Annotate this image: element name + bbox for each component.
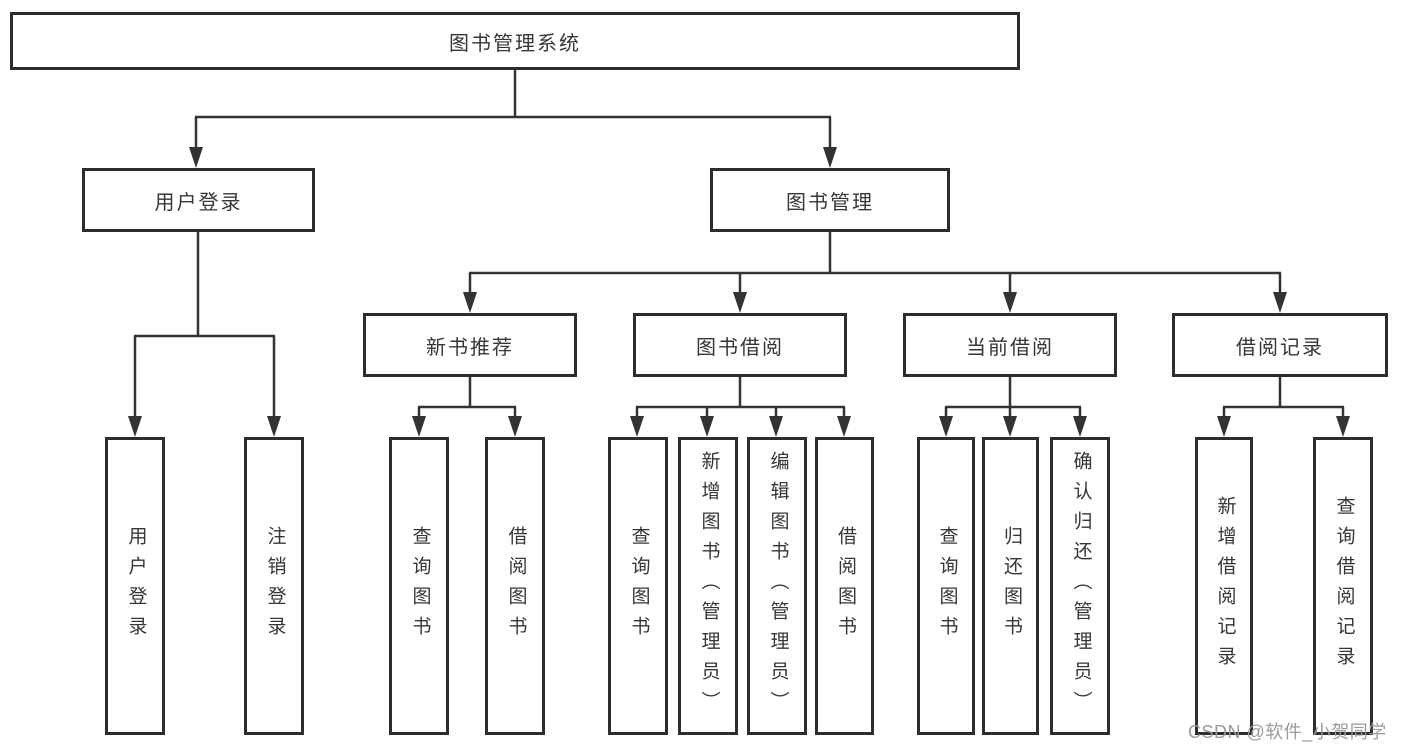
node-label: 借阅图书 — [505, 526, 527, 646]
node-query-borrow-record: 查询借阅记录 — [1313, 437, 1373, 735]
node-new-book-recommend: 新书推荐 — [363, 313, 577, 377]
node-label: 新增借阅记录 — [1214, 496, 1236, 676]
node-user-login-action: 用户登录 — [105, 437, 165, 735]
node-label: 用户登录 — [125, 526, 147, 646]
node-borrowing-records: 借阅记录 — [1172, 313, 1388, 377]
node-label: 查询图书 — [409, 526, 431, 646]
node-logout-action: 注销登录 — [244, 437, 304, 735]
node-query-books-recommend: 查询图书 — [389, 437, 449, 735]
node-book-borrowing: 图书借阅 — [633, 313, 847, 377]
node-current-borrowing: 当前借阅 — [903, 313, 1117, 377]
node-query-books-current: 查询图书 — [917, 437, 975, 735]
node-label: 确认归还（管理员） — [1070, 451, 1092, 721]
node-label: 归还图书 — [1000, 526, 1022, 646]
node-add-books-admin: 新增图书（管理员） — [678, 437, 738, 735]
node-library-system: 图书管理系统 — [10, 12, 1020, 70]
node-label: 图书管理 — [786, 191, 874, 214]
node-label: 图书管理系统 — [449, 32, 581, 55]
node-label: 借阅图书 — [834, 526, 856, 646]
node-confirm-return-admin: 确认归还（管理员） — [1050, 437, 1110, 735]
node-label: 注销登录 — [264, 526, 286, 646]
node-label: 新书推荐 — [426, 336, 514, 359]
node-user-login: 用户登录 — [82, 168, 315, 232]
node-label: 查询借阅记录 — [1333, 496, 1355, 676]
node-label: 编辑图书（管理员） — [767, 451, 789, 721]
node-label: 借阅记录 — [1236, 336, 1324, 359]
node-edit-books-admin: 编辑图书（管理员） — [747, 437, 807, 735]
node-add-borrow-record: 新增借阅记录 — [1195, 437, 1253, 735]
node-label: 新增图书（管理员） — [698, 451, 720, 721]
node-label: 查询图书 — [936, 526, 958, 646]
node-label: 图书借阅 — [696, 336, 784, 359]
node-query-books-borrowing: 查询图书 — [608, 437, 668, 735]
node-borrow-books-recommend: 借阅图书 — [485, 437, 545, 735]
node-book-management: 图书管理 — [710, 168, 950, 232]
node-return-books: 归还图书 — [982, 437, 1039, 735]
node-label: 用户登录 — [154, 191, 243, 214]
node-label: 当前借阅 — [966, 336, 1054, 359]
csdn-watermark: CSDN @软件_小贺同学 — [1188, 722, 1387, 742]
node-label: 查询图书 — [628, 526, 650, 646]
node-borrow-books-borrowing: 借阅图书 — [815, 437, 874, 735]
